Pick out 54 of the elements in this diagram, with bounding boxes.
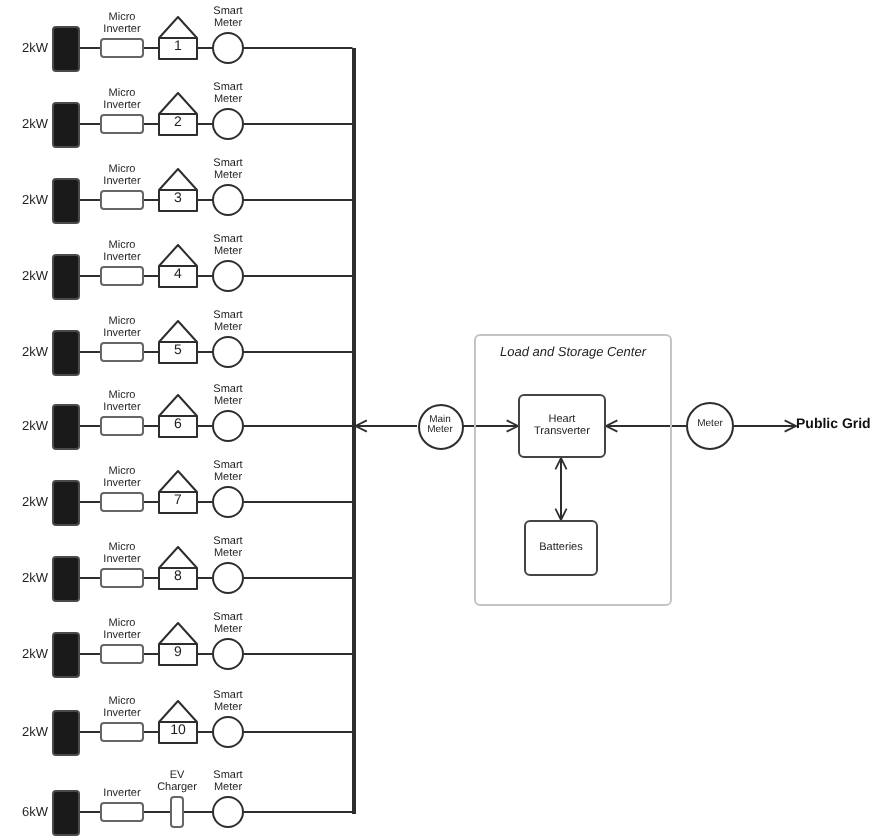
connector-line bbox=[243, 653, 354, 655]
connector-line bbox=[143, 47, 159, 49]
connector-line bbox=[197, 123, 213, 125]
connector-line bbox=[243, 123, 354, 125]
connector-line bbox=[243, 731, 354, 733]
connector-line bbox=[79, 123, 101, 125]
connector-line bbox=[79, 577, 101, 579]
connector-line bbox=[79, 653, 101, 655]
connector-line bbox=[243, 577, 354, 579]
connector-line bbox=[197, 425, 213, 427]
connector-line bbox=[143, 577, 159, 579]
connector-line bbox=[79, 47, 101, 49]
connector-line bbox=[143, 811, 171, 813]
group-panel bbox=[474, 334, 672, 606]
connector-line bbox=[79, 811, 101, 813]
connector-line bbox=[143, 351, 159, 353]
meter-circle bbox=[686, 402, 734, 450]
arrow bbox=[733, 419, 797, 433]
connector-line bbox=[79, 731, 101, 733]
arrow bbox=[462, 419, 519, 433]
connector-line bbox=[197, 653, 213, 655]
connector-line bbox=[243, 199, 354, 201]
connector-line bbox=[143, 275, 159, 277]
connector-line bbox=[79, 199, 101, 201]
arrow bbox=[354, 419, 418, 433]
connector-line bbox=[79, 425, 101, 427]
arrow bbox=[605, 419, 687, 433]
arrow bbox=[554, 457, 568, 521]
connector-line bbox=[143, 199, 159, 201]
connector-line bbox=[243, 351, 354, 353]
connector-line bbox=[143, 501, 159, 503]
connector-line bbox=[79, 351, 101, 353]
connector-line bbox=[183, 811, 213, 813]
connector-line bbox=[197, 577, 213, 579]
connector-line bbox=[243, 275, 354, 277]
connector-line bbox=[197, 731, 213, 733]
connector-line bbox=[143, 731, 159, 733]
connector-line bbox=[243, 47, 354, 49]
connector-line bbox=[243, 501, 354, 503]
connector-line bbox=[143, 653, 159, 655]
meter-circle bbox=[417, 403, 463, 449]
connector-line bbox=[197, 275, 213, 277]
connector-line bbox=[197, 199, 213, 201]
process-box bbox=[518, 394, 606, 458]
connector-line bbox=[197, 501, 213, 503]
connector-line bbox=[79, 275, 101, 277]
connector-line bbox=[143, 425, 159, 427]
connector-line bbox=[79, 501, 101, 503]
process-box bbox=[524, 520, 598, 576]
connector-line bbox=[197, 351, 213, 353]
connector-line bbox=[143, 123, 159, 125]
connector-line bbox=[243, 425, 354, 427]
connector-line bbox=[243, 811, 354, 813]
connector-line bbox=[197, 47, 213, 49]
